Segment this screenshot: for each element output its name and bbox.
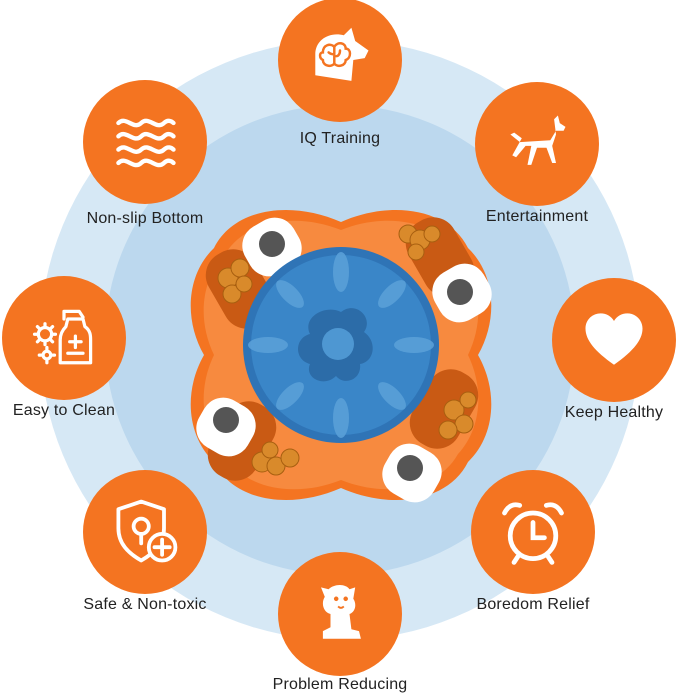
sitting-puppy-icon	[321, 585, 361, 639]
feature-label: Non-slip Bottom	[86, 210, 204, 227]
feature-label: Safe & Non-toxic	[83, 596, 207, 613]
feature-label: IQ Training	[299, 130, 381, 147]
wavy-lines-icon	[116, 118, 176, 168]
feature-label: Boredom Relief	[476, 596, 590, 613]
soap-bottle-gears-icon	[32, 309, 93, 365]
feature-label: Easy to Clean	[12, 402, 116, 419]
heart-icon	[585, 313, 643, 365]
feature-label: Entertainment	[485, 208, 589, 225]
feature-label: Keep Healthy	[564, 404, 664, 421]
feature-label: Problem Reducing	[272, 676, 408, 693]
shield-plus-icon	[116, 499, 178, 563]
puzzle-feeder-bowl	[190, 209, 492, 503]
running-dog-icon	[510, 115, 566, 165]
brain-dog-head-icon	[315, 27, 369, 81]
alarm-clock-icon	[502, 502, 564, 565]
